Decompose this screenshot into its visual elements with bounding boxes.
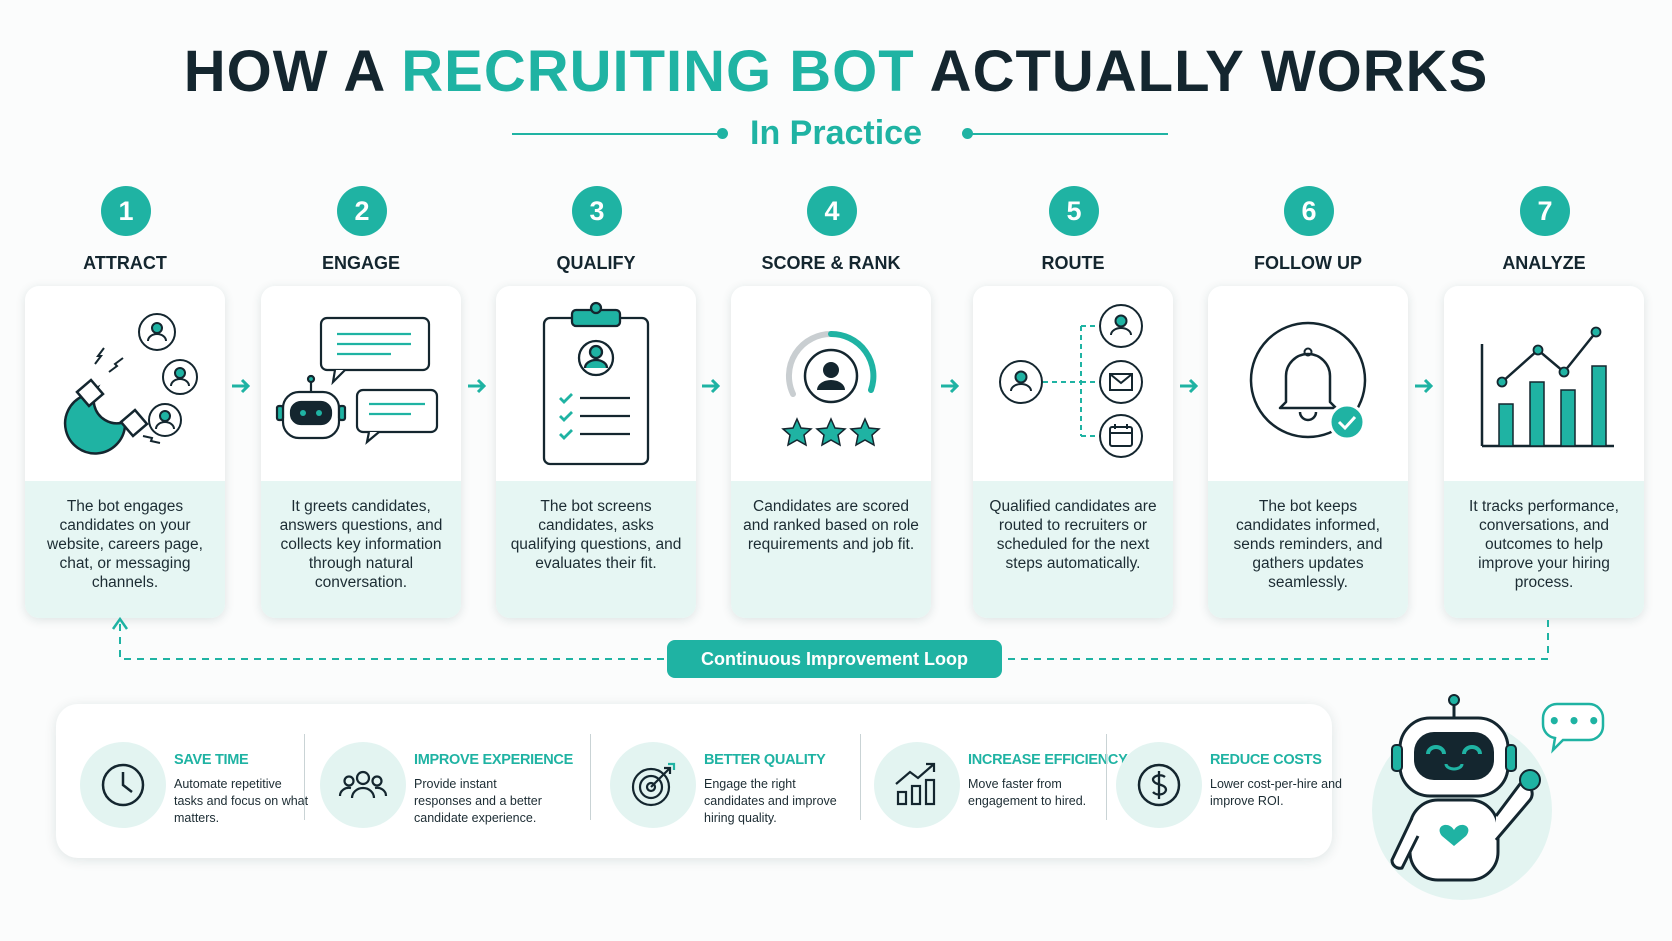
analytics-icon xyxy=(1480,326,1614,448)
target-icon xyxy=(631,762,676,807)
step-number: 6 xyxy=(1284,186,1334,236)
step-label: ENGAGE xyxy=(321,253,400,273)
continuous-improvement-loop-label: Continuous Improvement Loop xyxy=(667,640,1002,678)
subtitle-row: In Practice xyxy=(0,112,1672,156)
divider xyxy=(1106,734,1107,820)
subtitle-dot-right xyxy=(962,128,973,139)
step-card: The bot engages candidates on your websi… xyxy=(25,286,225,618)
clipboard-icon xyxy=(542,301,650,466)
divider xyxy=(304,734,305,820)
step-description: It greets candidates, answers questions,… xyxy=(261,481,461,618)
step-card: It tracks performance, conversations, an… xyxy=(1444,286,1644,618)
arrow-right-icon xyxy=(941,378,960,394)
benefit-text: Automate repetitive tasks and focus on w… xyxy=(174,777,309,825)
step-description: The bot keeps candidates informed, sends… xyxy=(1208,481,1408,618)
step-number: 1 xyxy=(101,186,151,236)
benefit-icon-circle xyxy=(1116,742,1202,828)
title-suffix: ACTUALLY WORKS xyxy=(914,39,1489,104)
benefit-title: IMPROVE EXPERIENCE xyxy=(414,752,573,768)
benefit-title: INCREASE EFFICIENCY xyxy=(968,752,1128,768)
step-description: The bot engages candidates on your websi… xyxy=(25,481,225,618)
improvement-loop-connector xyxy=(111,616,1549,660)
step-description: The bot screens candidates, asks qualify… xyxy=(496,481,696,618)
benefit-icon-circle xyxy=(610,742,696,828)
step-number: 4 xyxy=(807,186,857,236)
step-label: ATTRACT xyxy=(83,253,167,273)
magnet-icon xyxy=(63,313,198,455)
arrow-right-icon xyxy=(1180,378,1199,394)
step-number: 5 xyxy=(1049,186,1099,236)
chatbot-icon xyxy=(275,316,439,445)
benefits-panel: SAVE TIME Automate repetitive tasks and … xyxy=(56,704,1342,858)
step-number: 7 xyxy=(1520,186,1570,236)
step-description: It tracks performance, conversations, an… xyxy=(1444,481,1644,618)
step-label: ANALYZE xyxy=(1502,253,1586,273)
step-description: Candidates are scored and ranked based o… xyxy=(731,481,931,618)
robot-mascot-icon: • • • xyxy=(1372,694,1605,900)
arrow-right-icon xyxy=(468,378,487,394)
step-label: QUALIFY xyxy=(556,253,636,273)
benefit-icon-circle xyxy=(874,742,960,828)
page-title: HOW A RECRUITING BOT ACTUALLY WORKS xyxy=(0,38,1672,105)
benefit-text: Lower cost-per-hire and improve ROI. xyxy=(1210,777,1343,808)
step-card: It greets candidates, answers questions,… xyxy=(261,286,461,618)
step-card: Candidates are scored and ranked based o… xyxy=(731,286,931,618)
benefit-title: BETTER QUALITY xyxy=(704,752,826,768)
arrow-right-icon xyxy=(702,378,721,394)
step-label: ROUTE xyxy=(1041,253,1105,273)
growth-chart-icon xyxy=(895,762,936,806)
subtitle-dot-left xyxy=(717,128,728,139)
divider xyxy=(860,734,861,820)
benefit-text: Provide instant responses and a better c… xyxy=(414,777,542,825)
subtitle: In Practice xyxy=(750,114,922,152)
benefit-text: Engage the right candidates and improve … xyxy=(704,777,837,825)
benefit-icon-circle xyxy=(80,742,166,828)
subtitle-line-right xyxy=(968,133,1168,135)
robot-speech-bubble: • • • xyxy=(1548,709,1600,733)
dollar-icon xyxy=(1137,763,1181,807)
divider xyxy=(590,734,591,820)
step-label: SCORE & RANK xyxy=(761,253,901,273)
people-icon xyxy=(338,770,388,799)
step-number: 2 xyxy=(337,186,387,236)
subtitle-line-left xyxy=(512,133,722,135)
benefit-title: REDUCE COSTS xyxy=(1210,752,1322,768)
arrow-right-icon xyxy=(232,378,251,394)
arrow-right-icon xyxy=(1415,378,1434,394)
step-card: Qualified candidates are routed to recru… xyxy=(973,286,1173,618)
step-label: FOLLOW UP xyxy=(1254,253,1362,273)
step-card: The bot keeps candidates informed, sends… xyxy=(1208,286,1408,618)
title-prefix: HOW A xyxy=(183,39,402,104)
clock-icon xyxy=(101,763,145,807)
step-card: The bot screens candidates, asks qualify… xyxy=(496,286,696,618)
step-number: 3 xyxy=(572,186,622,236)
title-accent: RECRUITING BOT xyxy=(401,39,915,104)
benefit-title: SAVE TIME xyxy=(174,752,249,768)
bell-icon xyxy=(1249,321,1367,441)
routing-icon xyxy=(999,304,1143,458)
benefit-icon-circle xyxy=(320,742,406,828)
rating-icon xyxy=(781,330,881,447)
step-description: Qualified candidates are routed to recru… xyxy=(973,481,1173,618)
benefit-text: Move faster from engagement to hired. xyxy=(968,777,1087,808)
